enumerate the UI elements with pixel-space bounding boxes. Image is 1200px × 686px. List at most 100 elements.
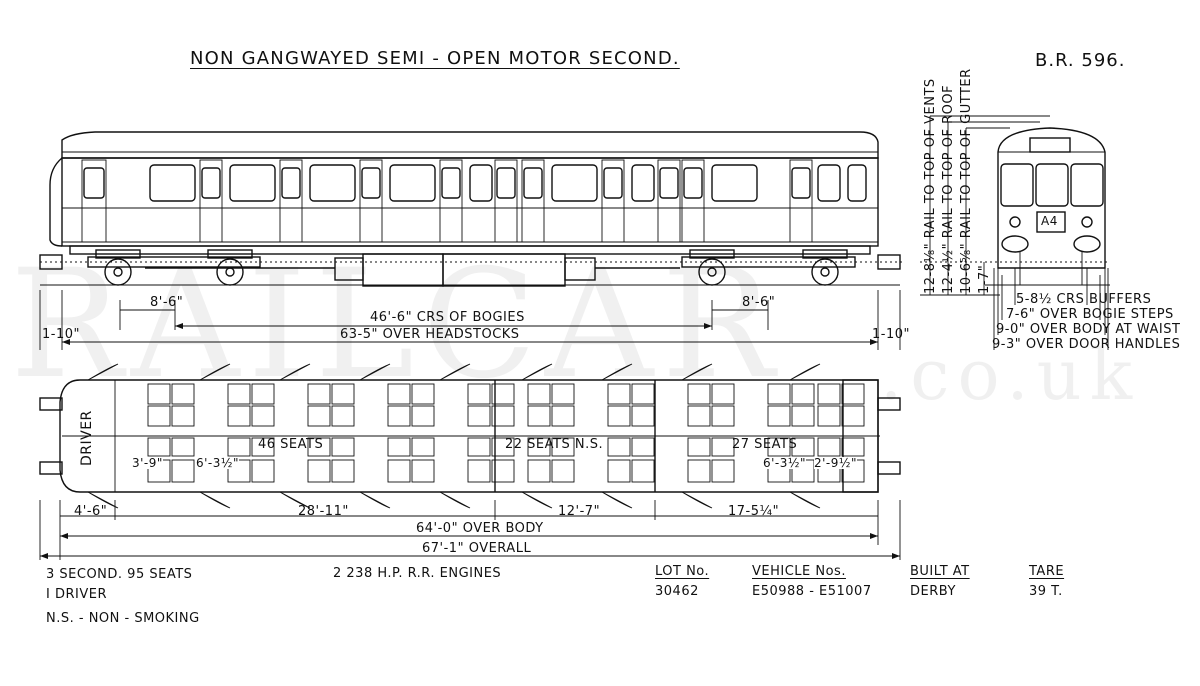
seat-block bbox=[387, 437, 411, 457]
side-window bbox=[229, 164, 276, 202]
seat-block bbox=[171, 383, 195, 405]
door-swing-bottom bbox=[601, 491, 633, 509]
plan-dimensions bbox=[39, 500, 901, 560]
seat-block bbox=[551, 383, 575, 405]
seat-block bbox=[467, 383, 491, 405]
door-swing-top bbox=[789, 363, 821, 381]
wheel-hub bbox=[113, 267, 123, 277]
side-window bbox=[149, 164, 196, 202]
saloon-2-length: 12'-7" bbox=[558, 504, 601, 519]
side-door bbox=[199, 159, 223, 243]
seat-block bbox=[631, 405, 655, 427]
seat-block bbox=[171, 459, 195, 483]
door-window bbox=[603, 167, 623, 199]
seat-block bbox=[791, 437, 815, 457]
lot-label: LOT No. bbox=[655, 564, 710, 579]
seat-block bbox=[467, 437, 491, 457]
bogie-centres-dimension: 46'-6" CRS OF BOGIES bbox=[370, 310, 525, 325]
door-window bbox=[523, 167, 543, 199]
door-window bbox=[791, 167, 811, 199]
door-swing-bottom bbox=[199, 491, 231, 509]
seat-block bbox=[631, 459, 655, 483]
headcode-panel: A4 bbox=[1041, 214, 1058, 228]
seat-block bbox=[251, 459, 275, 483]
seat-block bbox=[687, 437, 711, 457]
seat-block bbox=[411, 459, 435, 483]
end-dimensions bbox=[920, 115, 1109, 350]
seat-block bbox=[411, 437, 435, 457]
over-body-dimension: 64'-0" OVER BODY bbox=[412, 522, 548, 535]
side-window bbox=[817, 164, 841, 202]
door-swing-top bbox=[681, 363, 713, 381]
side-window bbox=[711, 164, 758, 202]
seat-pitch-3: 6'-3½" bbox=[763, 456, 807, 470]
seat-block bbox=[307, 383, 331, 405]
bogie-wheel bbox=[104, 258, 132, 286]
side-door bbox=[439, 159, 463, 243]
seat-block bbox=[767, 405, 791, 427]
seat-block bbox=[687, 383, 711, 405]
vehicle-numbers-label: VEHICLE Nos. bbox=[752, 564, 846, 579]
axlebox-spring bbox=[207, 249, 253, 259]
seat-block bbox=[631, 437, 655, 457]
seat-block bbox=[791, 383, 815, 405]
seat-block bbox=[251, 383, 275, 405]
door-swing-bottom bbox=[681, 491, 713, 509]
side-door bbox=[359, 159, 383, 243]
accommodation-seats: 3 SECOND. 95 SEATS bbox=[46, 567, 193, 582]
seat-block bbox=[411, 405, 435, 427]
lot-value: 30462 bbox=[655, 584, 699, 599]
seat-block bbox=[147, 437, 171, 457]
width-buffers: 5-8½ CRS BUFFERS bbox=[1016, 292, 1152, 307]
seat-block bbox=[227, 383, 251, 405]
seat-block bbox=[411, 383, 435, 405]
seat-block bbox=[307, 437, 331, 457]
seat-pitch-2: 6'-3½" bbox=[196, 456, 240, 470]
door-swing-top bbox=[199, 363, 231, 381]
door-window bbox=[659, 167, 679, 199]
seat-block bbox=[527, 459, 551, 483]
axlebox-spring bbox=[802, 249, 848, 259]
driver-cab-length: 4'-6" bbox=[74, 504, 108, 519]
bogie-wheelbase-left: 8'-6" bbox=[150, 295, 184, 310]
seat-block bbox=[227, 437, 251, 457]
door-swing-bottom bbox=[789, 491, 821, 509]
seat-block bbox=[767, 383, 791, 405]
door-swing-bottom bbox=[279, 491, 311, 509]
side-window bbox=[309, 164, 356, 202]
door-window bbox=[441, 167, 461, 199]
seat-block bbox=[687, 405, 711, 427]
seat-block bbox=[227, 405, 251, 427]
side-elevation-outline bbox=[49, 131, 879, 255]
seat-block bbox=[251, 437, 275, 457]
door-window bbox=[683, 167, 703, 199]
saloon-2-seats: 22 SEATS N.S. bbox=[505, 437, 604, 452]
over-headstocks-dimension: 63-5" OVER HEADSTOCKS bbox=[340, 327, 520, 342]
axlebox-spring bbox=[689, 249, 735, 259]
end-elevation bbox=[920, 127, 1110, 286]
seat-block bbox=[711, 437, 735, 457]
built-at-label: BUILT AT bbox=[910, 564, 970, 579]
door-swing-bottom bbox=[439, 491, 471, 509]
seat-block bbox=[387, 405, 411, 427]
plan-door-swings bbox=[87, 363, 821, 509]
door-swing-top bbox=[279, 363, 311, 381]
tare-value: 39 T. bbox=[1029, 584, 1063, 599]
seat-block bbox=[551, 437, 575, 457]
width-body-waist: 9-0" OVER BODY AT WAIST bbox=[996, 322, 1181, 337]
overall-dimension: 67'-1" OVERALL bbox=[418, 542, 536, 555]
seat-block bbox=[307, 405, 331, 427]
driver-compartment-label: DRIVER bbox=[79, 410, 95, 466]
door-swing-bottom bbox=[359, 491, 391, 509]
side-door bbox=[279, 159, 303, 243]
diagram-reference: B.R. 596. bbox=[1035, 50, 1126, 71]
height-buffer: 1-7" bbox=[977, 264, 992, 294]
side-dimensions bbox=[39, 290, 901, 350]
saloon-1-length: 28'-11" bbox=[298, 504, 349, 519]
drawing-title: NON GANGWAYED SEMI - OPEN MOTOR SECOND. bbox=[190, 48, 680, 69]
seat-block bbox=[491, 459, 515, 483]
vehicle-numbers-value: E50988 - E51007 bbox=[752, 584, 872, 599]
seat-block bbox=[467, 405, 491, 427]
height-vents: 12-8⅛" RAIL TO TOP OF VENTS bbox=[923, 78, 938, 294]
